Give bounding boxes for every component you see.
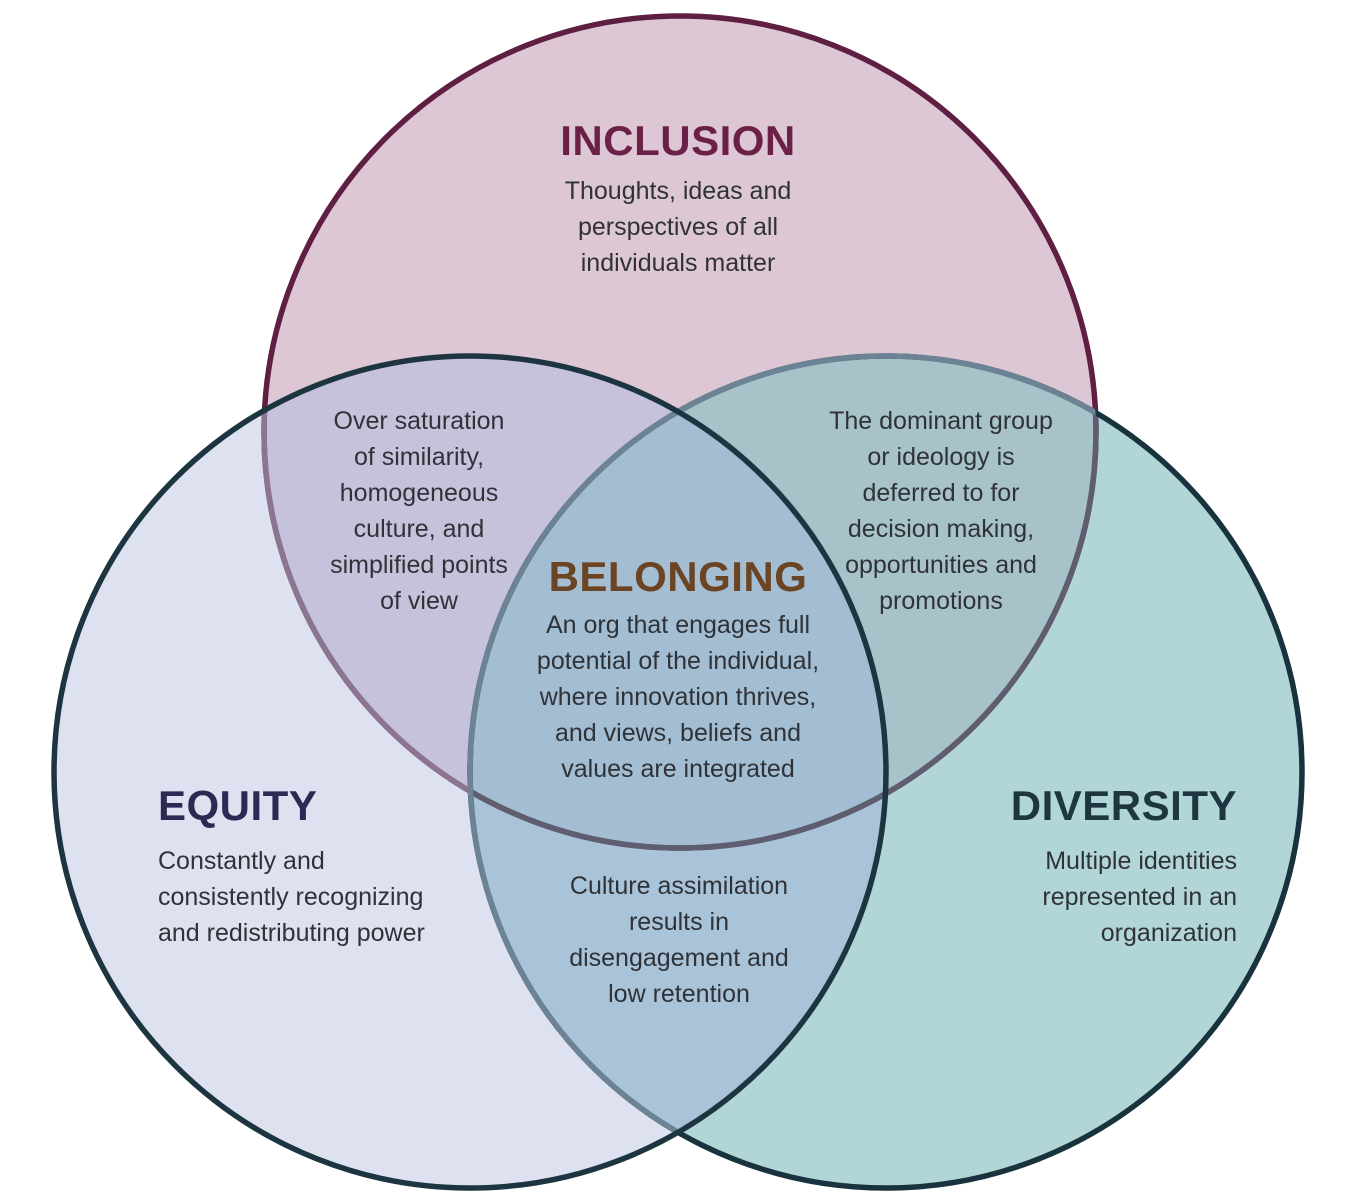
belonging-title: BELONGING: [548, 553, 808, 600]
equity-diversity-overlap-text: Culture assimilation results in disengag…: [569, 872, 789, 1008]
belonging-description: An org that engages full potential of th…: [536, 611, 820, 783]
inclusion-equity-overlap-text: Over saturation of similarity, homogeneo…: [330, 407, 508, 615]
equity-description: Constantly and consistently recognizing …: [158, 847, 425, 947]
inclusion-label-group: INCLUSION Thoughts, ideas and perspectiv…: [418, 120, 938, 281]
diversity-label-group: DIVERSITY Multiple identities represente…: [857, 785, 1237, 951]
diversity-description: Multiple identities represented in an or…: [1042, 847, 1237, 947]
belonging-label-group: BELONGING An org that engages full poten…: [438, 556, 918, 787]
center-overlap: [470, 356, 886, 848]
equity-title: EQUITY: [158, 782, 318, 829]
inclusion-title: INCLUSION: [560, 117, 796, 164]
equity-label-group: EQUITY Constantly and consistently recog…: [158, 785, 538, 951]
inclusion-outline-muted-in-diversity: [470, 356, 1099, 851]
inclusion-diversity-overlap-text: The dominant group or ideology is deferr…: [829, 407, 1053, 615]
diversity-title: DIVERSITY: [1010, 782, 1237, 829]
equity-circle-outline: [51, 353, 889, 1191]
diversity-outline-muted: [467, 353, 1096, 1188]
inclusion-description: Thoughts, ideas and perspectives of all …: [564, 177, 792, 277]
